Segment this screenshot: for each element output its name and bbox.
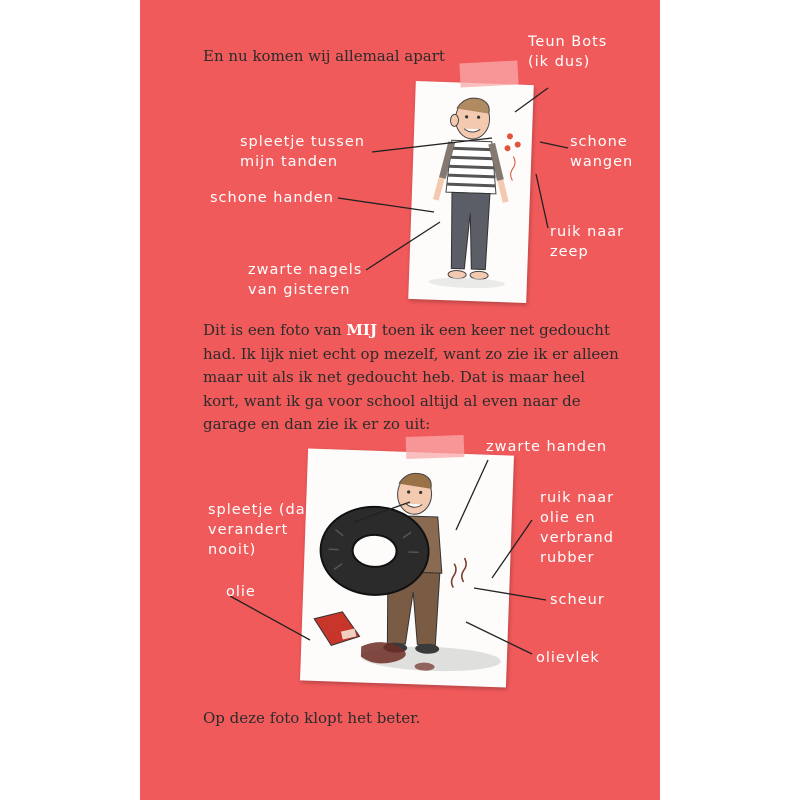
leader-line (353, 501, 411, 523)
photo-dirty-boy (300, 448, 514, 688)
label-teun-bots: Teun Bots (ik dus) (528, 34, 608, 70)
leader-line (455, 459, 489, 531)
photo-clean-boy (408, 81, 534, 303)
main-paragraph: Dit is een foto van MIJ toen ik een keer… (203, 319, 623, 437)
leader-line (337, 197, 435, 213)
label-scheur: scheur (550, 592, 605, 608)
clean-boy-illustration (428, 97, 521, 289)
annotation-lines (229, 87, 569, 655)
label-zwarte-nagels: zwarte nagels van gisteren (248, 262, 363, 298)
main-text-rest: toen ik een keer net gedoucht had. Ik li… (203, 321, 619, 433)
leader-line (539, 141, 569, 149)
leader-line (365, 221, 441, 271)
label-olie-rubber: ruik naar olie en verbrand rubber (540, 490, 615, 566)
main-text-start: Dit is een foto van (203, 321, 347, 339)
label-spleetje-tanden: spleetje tussen mijn tanden (240, 134, 365, 170)
intro-text: En nu komen wij allemaal apart (203, 47, 445, 65)
leader-line (535, 173, 549, 229)
outro-text: Op deze foto klopt het beter. (203, 709, 421, 727)
label-schone-wangen: schone wangen (570, 134, 634, 170)
label-schone-handen: schone handen (210, 190, 334, 206)
label-zwarte-handen: zwarte handen (486, 439, 608, 455)
label-olie: olie (226, 584, 256, 600)
label-ruik-naar-zeep: ruik naar zeep (550, 224, 625, 260)
leader-line (371, 137, 493, 153)
emphasis-word: MIJ (346, 321, 378, 339)
leader-line (491, 519, 533, 579)
dirty-boy-illustration (313, 472, 501, 672)
leader-line (229, 595, 311, 641)
book-page: En nu komen wij allemaal apart (140, 0, 660, 800)
leader-line (473, 587, 547, 601)
label-olievlek: olievlek (536, 650, 600, 666)
label-spleetje-nooit: spleetje (dat verandert nooit) (208, 502, 313, 558)
leader-line (514, 87, 549, 113)
leader-line (465, 621, 533, 655)
